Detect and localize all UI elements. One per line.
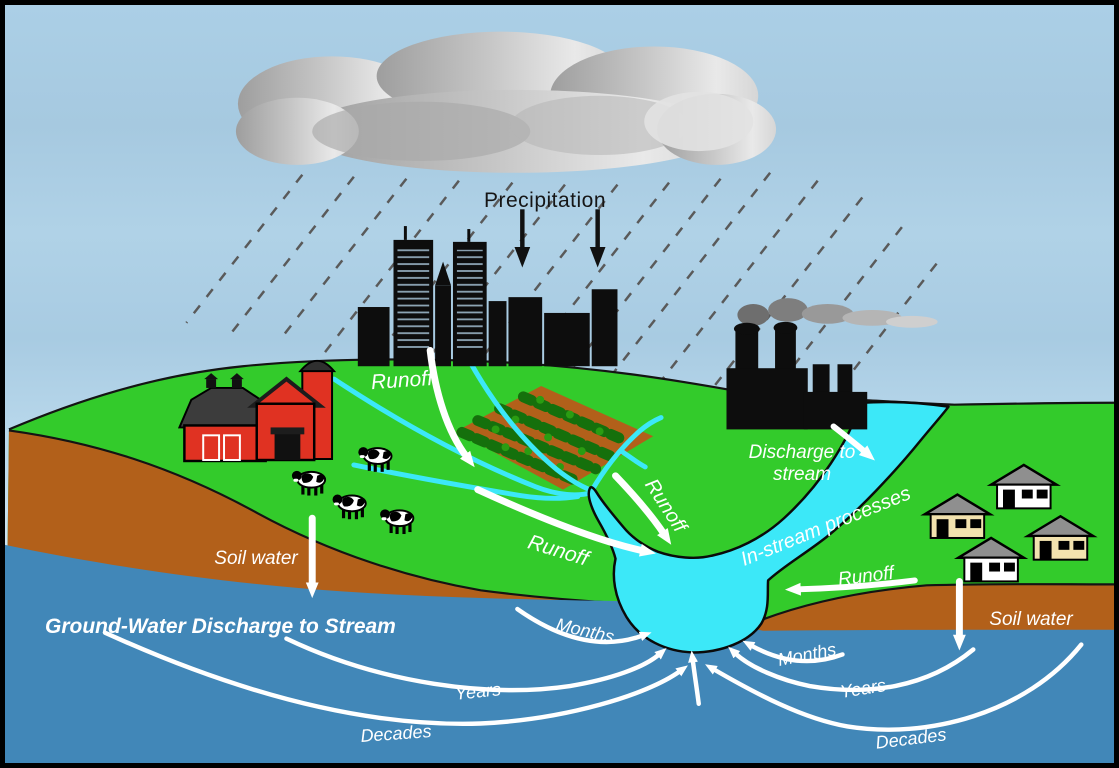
soil-layer-right	[750, 583, 1114, 635]
city-skyline	[357, 226, 618, 367]
barn-icon	[177, 359, 337, 463]
cloud-icon	[235, 31, 777, 173]
diagram-artwork	[5, 31, 1114, 763]
stream	[587, 400, 950, 654]
factory-icon	[726, 298, 938, 430]
timescale-arcs	[102, 606, 1084, 732]
precipitation-arrows	[514, 209, 606, 268]
groundwater-zone	[5, 544, 1114, 763]
flow-arrows	[305, 346, 966, 651]
runoff-streams	[331, 360, 664, 501]
